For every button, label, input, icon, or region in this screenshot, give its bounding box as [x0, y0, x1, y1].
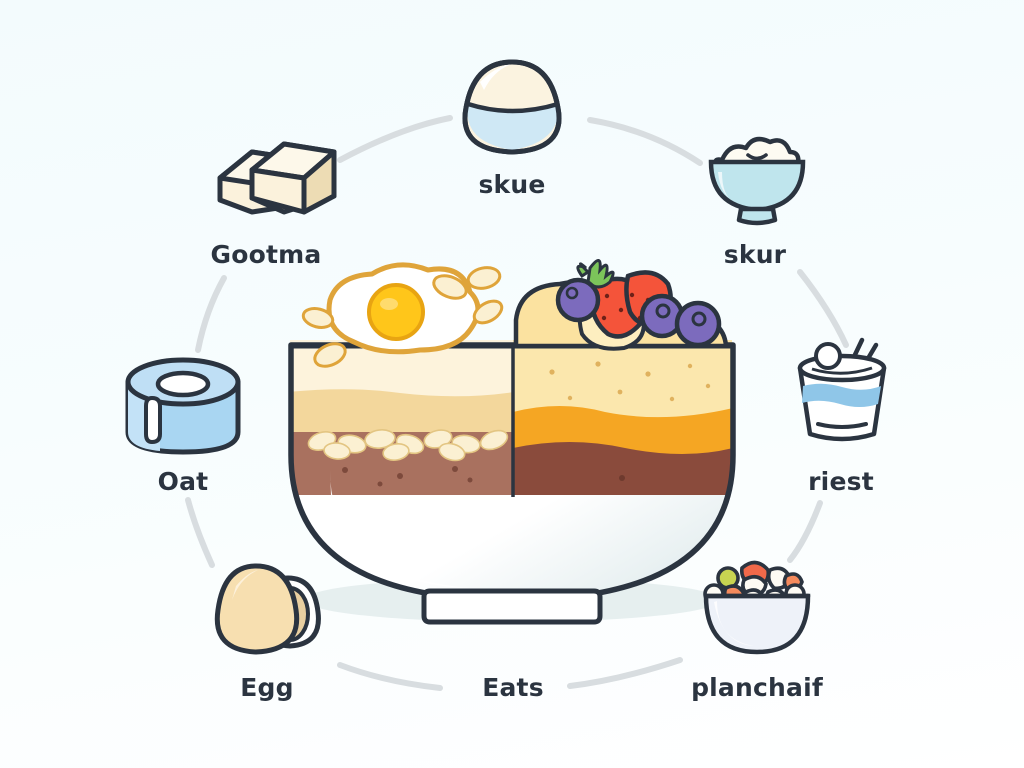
node-gootma[interactable] — [217, 141, 337, 215]
fruit-salad-bowl-icon[interactable] — [703, 560, 811, 655]
arc-oat-gootma — [195, 275, 227, 353]
noodle-ball — [814, 342, 842, 370]
label-gootma[interactable]: Gootma — [210, 240, 322, 269]
egg-yolk — [367, 283, 425, 341]
node-egg[interactable] — [214, 563, 321, 655]
right-layer-brown-base — [513, 442, 732, 495]
egg-whole-icon[interactable] — [462, 59, 562, 155]
bowl-pedestal-foot — [421, 588, 603, 625]
arc-egg-oat — [185, 497, 215, 568]
tin-hole — [155, 370, 211, 398]
noodle-cup-icon[interactable] — [797, 337, 887, 442]
label-riest[interactable]: riest — [808, 467, 874, 496]
label-eats[interactable]: Eats — [482, 673, 544, 702]
fruit-mint-leaf — [576, 259, 615, 289]
topping-oat-flakes-left — [301, 266, 504, 368]
node-skur[interactable] — [708, 136, 806, 226]
arc-eats-egg — [337, 662, 443, 691]
label-planchaif[interactable]: planchaif — [691, 673, 823, 702]
node-skue[interactable] — [462, 59, 562, 155]
right-base-speck — [619, 475, 625, 481]
node-planchaif[interactable] — [703, 560, 811, 655]
left-oat-band — [307, 429, 509, 462]
node-riest[interactable] — [797, 337, 887, 442]
label-skur[interactable]: skur — [723, 240, 787, 269]
cream-bowl-icon[interactable] — [708, 136, 806, 226]
node-oat[interactable] — [125, 357, 241, 455]
egg-pair-icon[interactable] — [214, 563, 321, 655]
round-tin-icon[interactable] — [125, 357, 241, 455]
topping-fruit-mound — [513, 259, 729, 351]
label-egg[interactable]: Egg — [240, 673, 294, 702]
label-skue[interactable]: skue — [478, 170, 546, 199]
arc-gootma-skue — [337, 115, 453, 163]
arc-skur-riest — [797, 269, 849, 348]
right-cream-specks — [549, 361, 711, 402]
arc-riest-planchaif — [787, 500, 823, 563]
tofu-cubes-icon[interactable] — [217, 141, 337, 215]
arc-planchaif-eats — [567, 657, 683, 689]
tin-tab — [144, 395, 162, 445]
label-oat[interactable]: Oat — [157, 467, 209, 496]
arc-skue-skur — [587, 117, 703, 166]
left-base-specks — [342, 466, 473, 487]
left-layer-golden — [290, 389, 513, 446]
